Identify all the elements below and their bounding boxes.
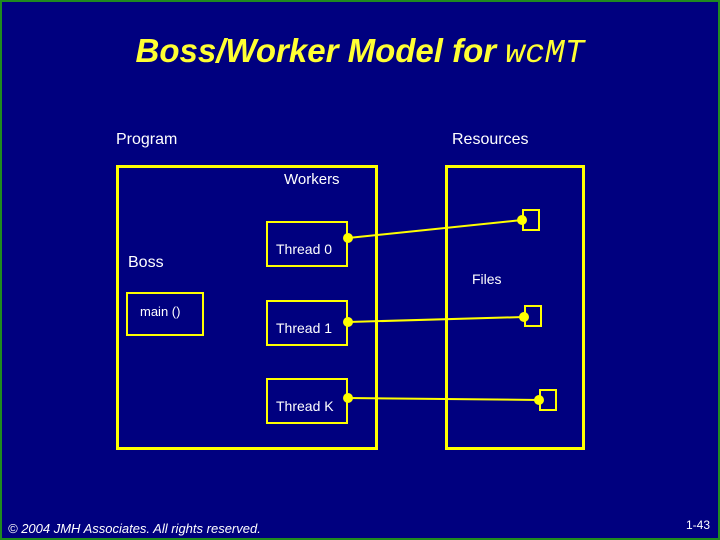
thread-box-0: Thread 0 xyxy=(266,221,348,267)
copyright-footer: © 2004 JMH Associates. All rights reserv… xyxy=(8,521,261,536)
arrow-thread0-file xyxy=(343,215,527,243)
arrow-threadk-file xyxy=(343,393,544,405)
files-label: Files xyxy=(472,271,502,287)
program-label: Program xyxy=(116,131,178,148)
workers-label: Workers xyxy=(284,171,340,188)
resources-box xyxy=(445,165,585,450)
thread-label-1: Thread 1 xyxy=(276,320,333,336)
main-label: main () xyxy=(140,304,181,319)
page-number: 1-43 xyxy=(685,518,710,532)
title-text: Boss/Worker Model for xyxy=(135,32,506,69)
program-box xyxy=(116,165,378,450)
boss-label: Boss xyxy=(128,254,164,271)
thread-label-0: Thread 0 xyxy=(276,241,333,257)
resources-label: Resources xyxy=(452,131,529,148)
slide-title: Boss/Worker Model for wcMT xyxy=(2,32,718,72)
thread-label-k: Thread K xyxy=(276,398,334,414)
arrow-thread1-file xyxy=(343,312,529,327)
title-code: wcMT xyxy=(505,35,585,72)
main-box: main () xyxy=(126,292,204,336)
